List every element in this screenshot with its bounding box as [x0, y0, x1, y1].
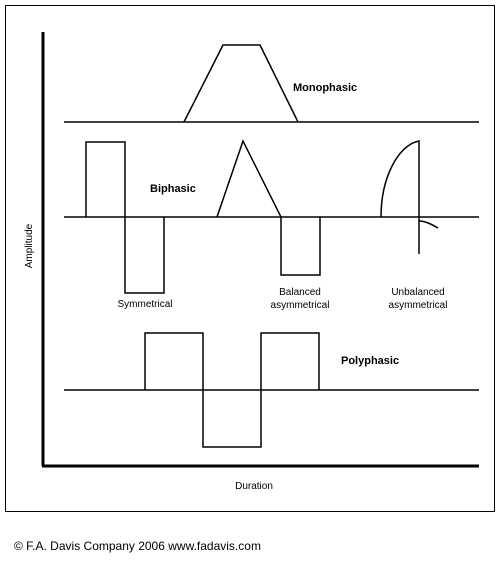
symmetrical-label: Symmetrical: [117, 299, 172, 310]
symmetrical-square-wave: [85, 141, 165, 294]
unbalanced-label-line1: Unbalanced: [391, 287, 444, 298]
polyphasic-label: Polyphasic: [341, 355, 399, 367]
monophasic-trapezoid-wave: [183, 44, 299, 123]
balanced-asymmetrical-wave: [216, 139, 321, 276]
balanced-label-line2: asymmetrical: [271, 300, 330, 311]
copyright-footer: © F.A. Davis Company 2006 www.fadavis.co…: [14, 539, 261, 553]
unbalanced-label-line2: asymmetrical: [389, 300, 448, 311]
polyphasic-wave: [144, 332, 320, 448]
biphasic-label: Biphasic: [150, 183, 196, 195]
unbalanced-asymmetrical-wave: [380, 140, 439, 254]
balanced-label-line1: Balanced: [279, 287, 321, 298]
diagram-border: [5, 5, 495, 512]
y-axis-label: Amplitude: [24, 223, 35, 268]
monophasic-label: Monophasic: [293, 82, 357, 94]
x-axis-label: Duration: [235, 481, 273, 492]
